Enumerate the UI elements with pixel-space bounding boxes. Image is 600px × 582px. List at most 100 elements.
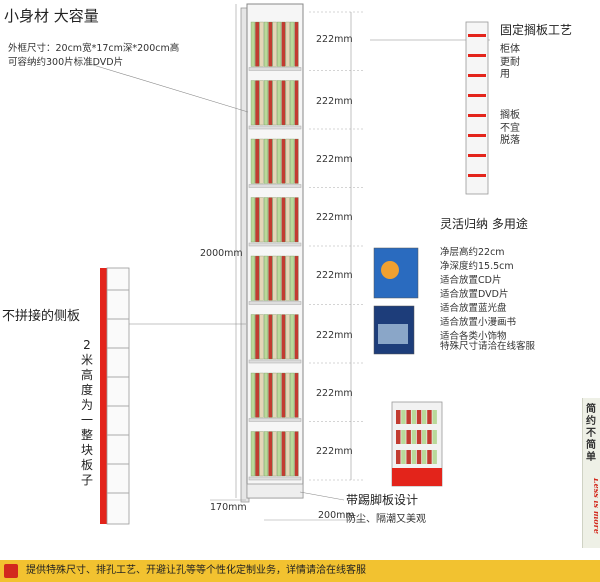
dvd-spine — [259, 431, 264, 477]
dvd-spine — [285, 21, 290, 67]
dvd-spine — [285, 255, 290, 301]
cabinet-shelf — [248, 359, 302, 364]
bluray-cover-image — [373, 305, 415, 355]
baseboard-book — [416, 410, 422, 424]
dvd-spine — [277, 80, 282, 126]
fixed-shelf-board — [468, 114, 486, 117]
fixed-shelf-board — [468, 54, 486, 57]
dvd-spine — [268, 197, 273, 243]
storage-item: 净深度约15.5cm — [440, 261, 514, 272]
baseboard-book — [427, 430, 432, 444]
total-height-label: 2000mm — [200, 248, 243, 259]
dvd-spine — [277, 197, 282, 243]
dvd-spine — [294, 314, 299, 360]
baseboard-book — [406, 430, 411, 444]
storage-item: 净层高约22cm — [440, 247, 505, 258]
baseboard-book — [411, 430, 417, 444]
dvd-spine — [277, 138, 282, 184]
dvd-spine — [263, 138, 269, 184]
red-kickboard — [392, 468, 442, 486]
dvd-spine — [281, 138, 286, 184]
fixed-shelf-note-stable: 搁板不宜脱落 — [500, 110, 520, 146]
baseboard-book — [416, 450, 422, 464]
baseboard-book — [406, 410, 411, 424]
dvd-spine — [259, 197, 264, 243]
cabinet-shelf — [248, 125, 302, 130]
storage-item: 适合放置CD片 — [440, 275, 502, 286]
dvd-spine — [294, 255, 299, 301]
shelf-gap-label: 222mm — [316, 96, 353, 107]
fixed-shelf-board — [468, 74, 486, 77]
dvd-spine — [268, 255, 273, 301]
dvd-spine — [250, 21, 255, 67]
baseboard-subtitle: 防尘、隔潮又美观 — [346, 514, 426, 525]
svg-text:Less is more: Less is more — [592, 477, 598, 534]
dvd-spine — [255, 314, 260, 360]
shelf-gap-label: 222mm — [316, 270, 353, 281]
dvd-spine — [268, 372, 273, 418]
baseboard-book — [396, 410, 401, 424]
dvd-spine — [259, 255, 264, 301]
cabinet-shelf — [248, 476, 302, 481]
dvd-spine — [294, 372, 299, 418]
dvd-spine — [290, 21, 295, 67]
dvd-spine — [259, 21, 264, 67]
dvd-spine — [263, 314, 269, 360]
dvd-spine — [259, 138, 264, 184]
dvd-spine — [294, 80, 299, 126]
cabinet-base — [246, 483, 304, 499]
dvd-spine — [250, 372, 255, 418]
dvd-spine — [277, 255, 282, 301]
baseboard-illustration — [391, 401, 443, 487]
dvd-spine — [259, 80, 264, 126]
fixed-shelf-board — [468, 174, 486, 177]
baseboard-book — [406, 450, 411, 464]
dvd-spine — [277, 372, 282, 418]
dvd-spine — [285, 197, 290, 243]
dvd-spine — [250, 80, 255, 126]
dvd-spine — [263, 21, 269, 67]
shelf-gap-label: 222mm — [316, 330, 353, 341]
dvd-spine — [263, 255, 269, 301]
fixed-shelf-note-durable: 柜体更耐用 — [500, 44, 520, 80]
dvd-spine — [255, 80, 260, 126]
red-side-panel — [100, 268, 107, 524]
dvd-spine — [250, 314, 255, 360]
cabinet-shelf — [248, 418, 302, 422]
dvd-spine — [268, 21, 273, 67]
baseboard-book — [422, 450, 427, 464]
cabinet-frame — [246, 3, 304, 499]
fixed-shelf-board — [468, 34, 486, 37]
dvd-spine — [294, 197, 299, 243]
dvd-spine — [272, 21, 277, 67]
side-panel-cabinet — [106, 267, 130, 525]
baseboard-book — [396, 450, 401, 464]
dvd-spine — [268, 138, 273, 184]
leader-line — [299, 491, 345, 501]
shelf-gap-label: 222mm — [316, 388, 353, 399]
dvd-spine — [272, 197, 277, 243]
side-panel-title: 不拼接的侧板 — [2, 309, 81, 324]
cabinet-shelf — [248, 67, 302, 71]
fixed-shelf-board — [468, 154, 486, 157]
width-label: 200mm — [318, 510, 355, 521]
baseboard-book — [396, 430, 401, 444]
dvd-spine — [272, 255, 277, 301]
fixed-shelf-illustration — [465, 21, 489, 195]
dvd-spine — [281, 80, 286, 126]
shelf-gap-label: 222mm — [316, 212, 353, 223]
headline: 小身材 大容量 — [4, 7, 99, 25]
dvd-spine — [250, 431, 255, 477]
dvd-spine — [268, 314, 273, 360]
fixed-shelf-board — [468, 94, 486, 97]
dvd-spine — [290, 255, 295, 301]
dvd-spine — [290, 372, 295, 418]
dvd-spine — [255, 21, 260, 67]
dvd-spine — [263, 372, 269, 418]
storage-item: 适合放置DVD片 — [440, 289, 509, 300]
special-size-note: 特殊尺寸请洽在线客服 — [440, 341, 536, 352]
baseboard-book — [432, 450, 437, 464]
book-icon — [4, 564, 18, 578]
dvd-spine — [285, 314, 290, 360]
